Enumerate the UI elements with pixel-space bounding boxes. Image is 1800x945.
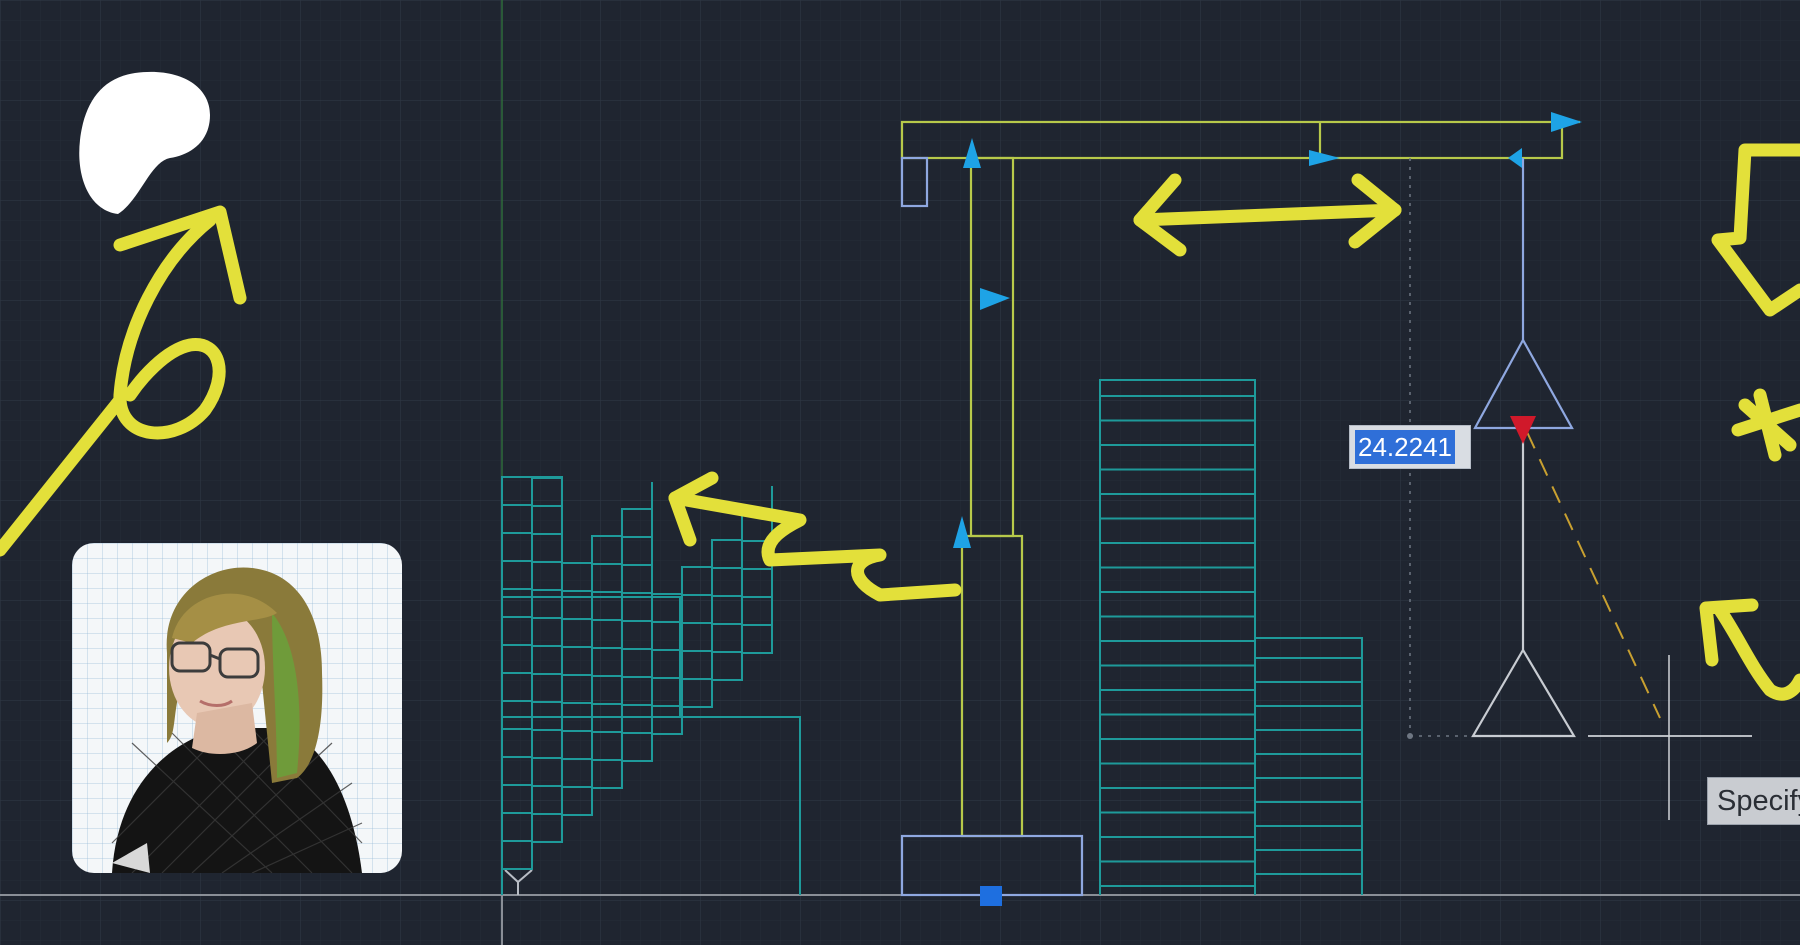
presenter-avatar: [72, 543, 402, 873]
double-arrow-horizontal: [1133, 203, 1402, 227]
arrow-curve-right: [1713, 603, 1800, 701]
stepped-block-left[interactable]: [501, 476, 801, 895]
hand-annotations: [0, 143, 1800, 701]
zigzag-arrow: [668, 491, 962, 602]
cad-polyline: [502, 477, 562, 506]
blob-logo-icon: [79, 71, 210, 214]
cad-polyline: [502, 626, 773, 870]
scribble-six: [113, 213, 226, 440]
cad-polyline: [502, 479, 563, 534]
asterisk-mark: [1731, 388, 1800, 462]
building-short[interactable]: [1255, 637, 1363, 895]
ucs-icon: [504, 869, 533, 895]
cad-polyline: [1255, 637, 1363, 895]
grip-markers[interactable]: [953, 112, 1582, 906]
crosshair-cursor-icon: [1588, 655, 1752, 820]
cad-polyline: [502, 507, 563, 562]
arrow-down-outline: [1711, 143, 1800, 317]
command-prompt-tooltip: Specify: [1707, 777, 1800, 825]
arrow-up-right: [0, 393, 127, 557]
glasses-shape: [170, 641, 260, 679]
dimension-value[interactable]: 24.2241: [1355, 430, 1455, 464]
cad-polyline: [502, 535, 563, 590]
dynamic-dimension-input[interactable]: 24.2241: [1349, 425, 1471, 469]
